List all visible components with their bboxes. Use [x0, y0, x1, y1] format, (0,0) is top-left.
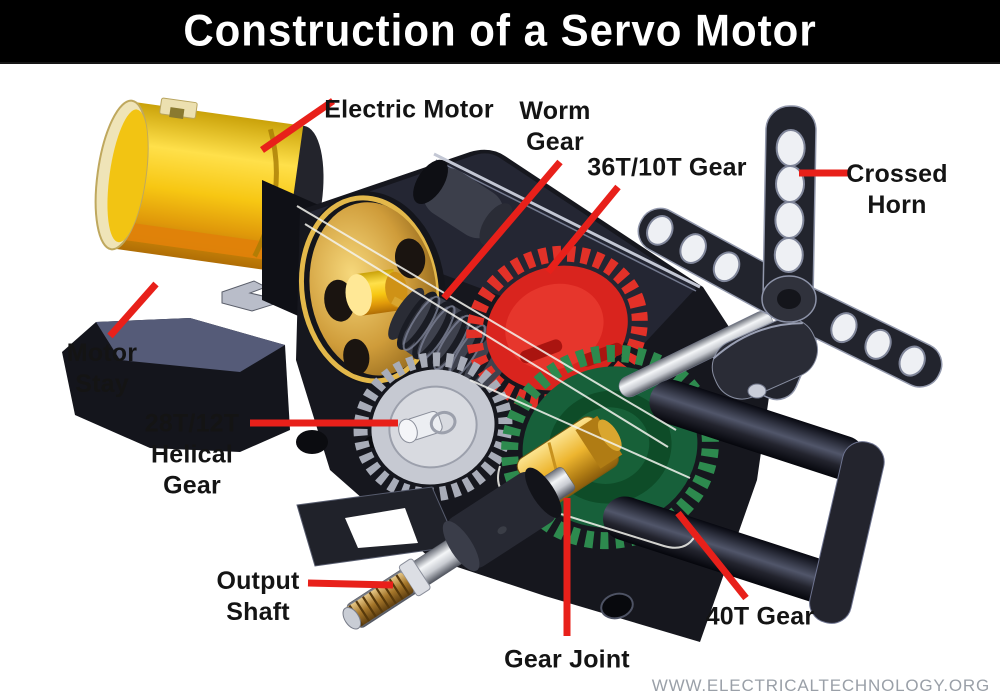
red-gear-36t10t-graphic	[466, 245, 648, 411]
motor-stay-graphic	[62, 280, 290, 452]
motor-faceplate-graphic	[298, 191, 446, 387]
label-worm-gear: Worm Gear	[519, 97, 591, 156]
leader-36t-10t-gear	[545, 184, 621, 275]
label-36t-10t-gear: 36T/10T Gear	[587, 153, 747, 182]
label-gear-joint: Gear Joint	[504, 645, 630, 674]
label-output-shaft: Output Shaft	[216, 567, 300, 626]
output-shaft-graphic	[342, 467, 575, 630]
crossed-horn-graphic	[637, 105, 943, 401]
label-40t-gear: 40T Gear	[705, 602, 815, 631]
label-crossed-horn: Crossed Horn	[846, 160, 948, 219]
leader-output-shaft	[307, 579, 394, 589]
label-motor-stay: Motor Stay	[66, 339, 138, 398]
leader-40t-gear	[675, 510, 749, 601]
label-electric-motor: Electric Motor	[324, 95, 494, 124]
label-helical-gear: 28T/12T Helical Gear	[144, 409, 240, 500]
leader-worm-gear	[441, 159, 563, 301]
wireframe-lines	[296, 205, 698, 549]
helical-gear-graphic	[353, 352, 513, 502]
watermark: WWW.ELECTRICALTECHNOLOGY.ORG	[651, 676, 990, 695]
frame-graphic	[296, 379, 885, 624]
horn-shaft-graphic	[618, 310, 773, 398]
page-title: Construction of a Servo Motor	[183, 5, 817, 56]
leader-motor-stay	[107, 281, 159, 339]
title-bar: Construction of a Servo Motor	[0, 0, 1000, 64]
leader-lines	[107, 98, 848, 636]
leader-electric-motor	[260, 98, 335, 153]
